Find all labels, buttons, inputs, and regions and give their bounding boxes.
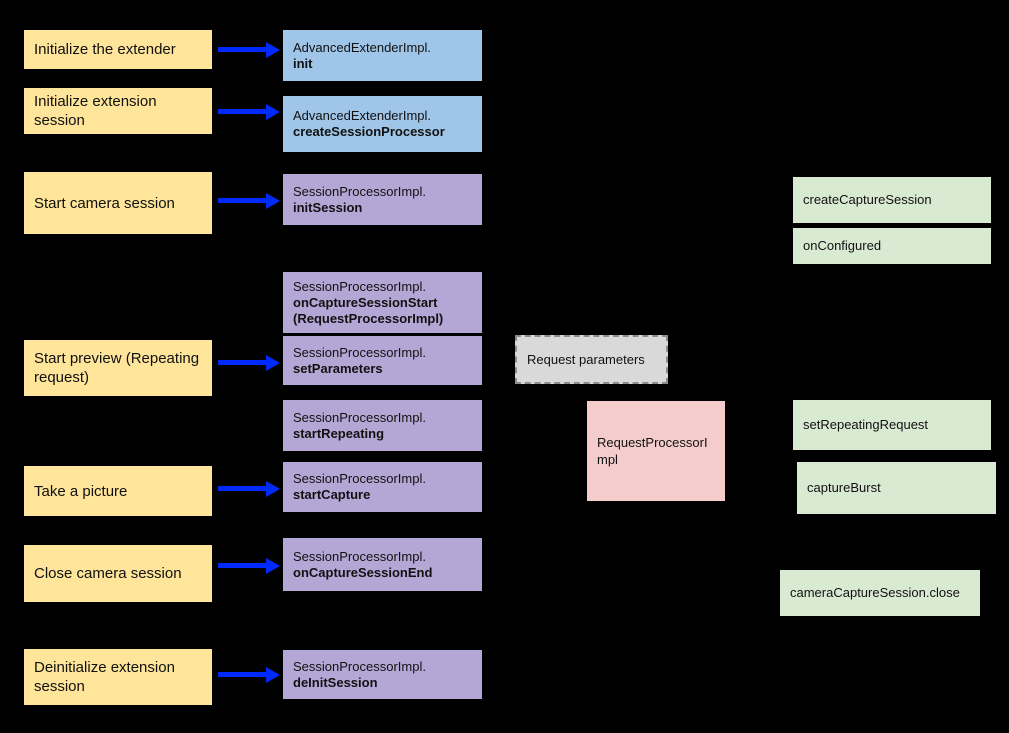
method-name: setParameters bbox=[293, 360, 383, 376]
method-name: initSession bbox=[293, 199, 363, 215]
call-create-session-processor: AdvancedExtenderImpl. createSessionProce… bbox=[283, 96, 482, 152]
method-argument: (RequestProcessorImpl) bbox=[293, 310, 444, 326]
method-name: startRepeating bbox=[293, 425, 385, 441]
camera2-call-label: createCaptureSession bbox=[803, 192, 932, 207]
camera2-on-configured: onConfigured bbox=[793, 228, 991, 264]
call-start-capture: SessionProcessorImpl. startCapture bbox=[283, 462, 482, 512]
class-name: SessionProcessorImpl. bbox=[293, 183, 426, 199]
step-label: Take a picture bbox=[34, 482, 128, 500]
call-deinit-session: SessionProcessorImpl. deInitSession bbox=[283, 650, 482, 699]
class-name: AdvancedExtenderImpl. bbox=[293, 39, 432, 55]
camera2-set-repeating-request: setRepeatingRequest bbox=[793, 400, 991, 450]
call-start-repeating: SessionProcessorImpl. startRepeating bbox=[283, 400, 482, 451]
call-advanced-extender-init: AdvancedExtenderImpl. init bbox=[283, 30, 482, 81]
class-name: SessionProcessorImpl. bbox=[293, 471, 426, 486]
camera2-capture-burst: captureBurst bbox=[797, 462, 996, 514]
method-name: startCapture bbox=[293, 487, 371, 502]
step-initialize-extender: Initialize the extender bbox=[24, 30, 212, 69]
step-close-camera-session: Close camera session bbox=[24, 545, 212, 602]
class-name: SessionProcessorImpl. bbox=[293, 658, 426, 674]
call-set-parameters: SessionProcessorImpl. setParameters bbox=[283, 336, 482, 385]
camera2-call-label: captureBurst bbox=[807, 480, 881, 495]
class-name: SessionProcessorImpl. bbox=[293, 548, 426, 564]
method-name: createSessionProcessor bbox=[293, 124, 445, 139]
class-name: AdvancedExtenderImpl. bbox=[293, 108, 432, 123]
method-name: deInitSession bbox=[293, 674, 378, 690]
camera2-camera-capture-session-close: cameraCaptureSession.close bbox=[780, 570, 980, 616]
step-start-camera-session: Start camera session bbox=[24, 172, 212, 234]
camera2-call-label: cameraCaptureSession.close bbox=[790, 585, 960, 600]
flow-arrow-set-parameters bbox=[218, 360, 266, 365]
step-start-preview: Start preview (Repeating request) bbox=[24, 340, 212, 396]
flow-arrow-start-capture bbox=[218, 486, 266, 491]
step-label: Deinitialize extension session bbox=[34, 659, 175, 695]
class-name: SessionProcessorImpl. bbox=[293, 278, 426, 294]
request-processor-box: RequestProcessorImpl bbox=[587, 401, 725, 501]
flow-arrow-init-session bbox=[218, 198, 266, 203]
flow-arrow-create-session-processor bbox=[218, 109, 266, 114]
step-label: Start preview (Repeating request) bbox=[34, 350, 200, 386]
class-name: SessionProcessorImpl. bbox=[293, 409, 426, 425]
camera2-call-label: setRepeatingRequest bbox=[803, 417, 929, 432]
camera2-create-capture-session: createCaptureSession bbox=[793, 177, 991, 223]
camera2-call-label: onConfigured bbox=[803, 238, 882, 253]
request-processor-label: RequestProcessorImpl bbox=[597, 435, 708, 467]
call-on-capture-session-end: SessionProcessorImpl. onCaptureSessionEn… bbox=[283, 538, 482, 591]
method-name: onCaptureSessionEnd bbox=[293, 564, 433, 580]
request-parameters-box: Request parameters bbox=[515, 335, 668, 384]
step-label: Close camera session bbox=[34, 565, 182, 582]
class-name: SessionProcessorImpl. bbox=[293, 344, 426, 360]
method-name: onCaptureSessionStart bbox=[293, 294, 438, 310]
step-label: Start camera session bbox=[34, 194, 175, 212]
call-on-capture-session-start: SessionProcessorImpl. onCaptureSessionSt… bbox=[283, 272, 482, 333]
flow-arrow-on-capture-session-end bbox=[218, 563, 266, 568]
step-deinitialize-extension-session: Deinitialize extension session bbox=[24, 649, 212, 705]
request-parameters-label: Request parameters bbox=[527, 352, 645, 367]
flow-arrow-deinit-session bbox=[218, 672, 266, 677]
call-init-session: SessionProcessorImpl. initSession bbox=[283, 174, 482, 225]
method-name: init bbox=[293, 55, 313, 71]
flow-arrow-init bbox=[218, 47, 266, 52]
step-initialize-extension-session: Initialize extension session bbox=[24, 88, 212, 134]
step-label: Initialize extension session bbox=[34, 93, 157, 129]
step-label: Initialize the extender bbox=[34, 41, 176, 58]
step-take-picture: Take a picture bbox=[24, 466, 212, 516]
